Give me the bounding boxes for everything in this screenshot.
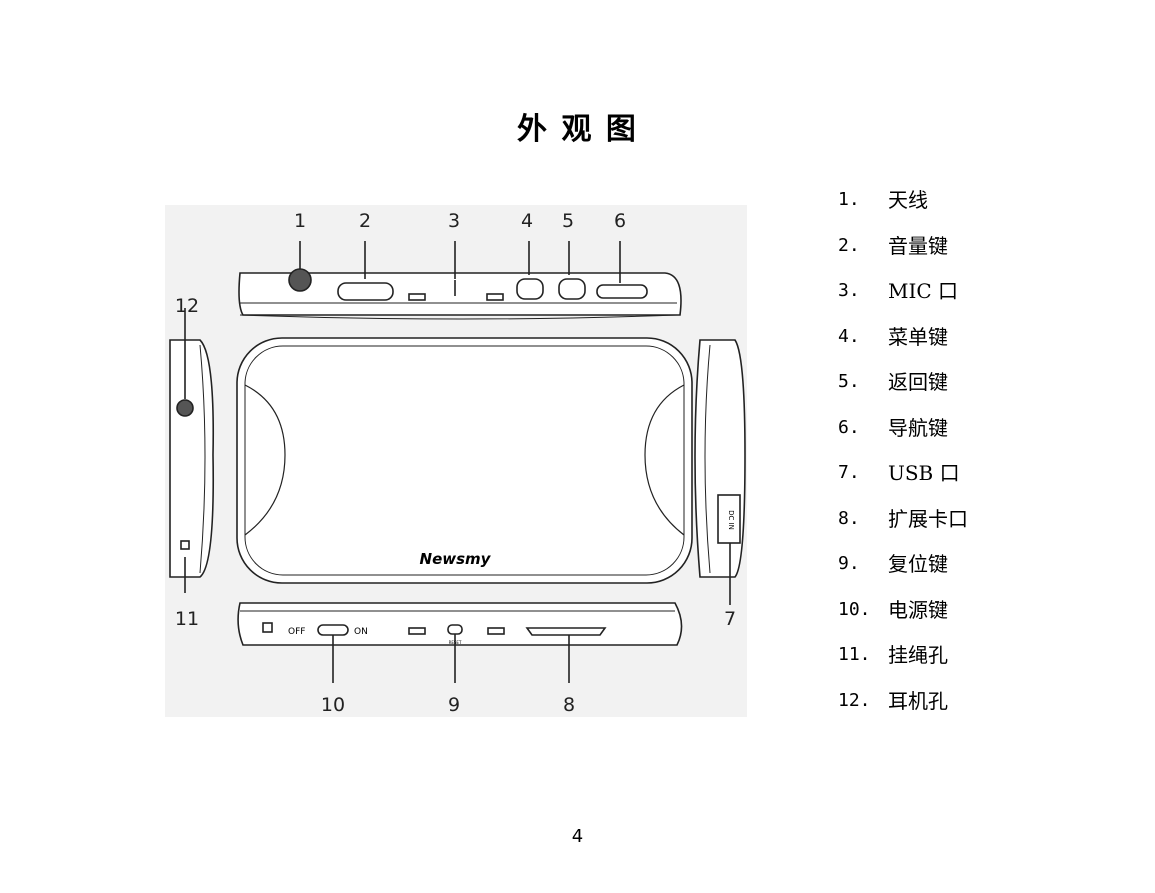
legend-item: 9.复位键 [838, 552, 948, 576]
legend-item: 8.扩展卡口 [838, 506, 968, 531]
bottom-square [262, 622, 273, 633]
callout-6: 6 [614, 210, 626, 232]
callout-2: 2 [359, 210, 371, 232]
menu-key [516, 278, 544, 300]
legend-item: 11.挂绳孔 [838, 643, 948, 667]
reset-label: RESET [449, 640, 462, 645]
device-left-view [169, 308, 215, 593]
device-front-view [236, 337, 693, 584]
callout-4: 4 [521, 210, 533, 232]
dc-in-label: DC IN [727, 510, 735, 530]
callout-9: 9 [448, 694, 460, 716]
device-diagram: Newsmy DC IN OFF ON RESET 1 2 3 4 [165, 205, 747, 717]
legend-item: 1.天线 [838, 188, 928, 212]
navigation-key [596, 284, 648, 299]
device-top-view [238, 241, 682, 320]
callout-11: 11 [175, 608, 199, 630]
switch-off-label: OFF [288, 627, 305, 637]
legend-item: 4.菜单键 [838, 324, 948, 349]
page-number: 4 [571, 826, 584, 847]
legend-item: 2.音量键 [838, 233, 948, 258]
legend-item: 12.耳机孔 [838, 688, 948, 713]
top-vent-right [486, 293, 504, 301]
legend-item: 7.USB 口 [838, 461, 960, 485]
parts-legend: 1.天线 2.音量键 3.MIC 口 4.菜单键 5.返回键 6.导航键 7.U… [838, 180, 968, 726]
usb-port [717, 494, 741, 544]
callout-8: 8 [563, 694, 575, 716]
callout-10: 10 [321, 694, 345, 716]
legend-item: 5.返回键 [838, 370, 948, 394]
brand-logo: Newsmy [420, 550, 492, 568]
device-bottom-view [237, 602, 683, 683]
legend-item: 3.MIC 口 [838, 279, 959, 303]
callout-3: 3 [448, 210, 460, 232]
switch-on-label: ON [354, 627, 368, 637]
callout-5: 5 [562, 210, 574, 232]
headphone-jack-icon [176, 399, 194, 417]
volume-key [337, 282, 394, 301]
callout-12: 12 [175, 295, 199, 317]
bottom-vent-right [487, 627, 505, 635]
legend-item: 10.电源键 [838, 597, 948, 622]
bottom-vent-left [408, 627, 426, 635]
device-right-view [694, 339, 746, 605]
back-key [558, 278, 586, 300]
callout-1: 1 [294, 210, 306, 232]
card-slot [525, 627, 607, 636]
top-vent-left [408, 293, 426, 301]
callout-7: 7 [724, 608, 736, 630]
page-title: 外 观 图 [517, 112, 638, 147]
legend-item: 6.导航键 [838, 415, 948, 440]
lanyard-hole [180, 540, 190, 550]
antenna-icon [288, 268, 312, 292]
